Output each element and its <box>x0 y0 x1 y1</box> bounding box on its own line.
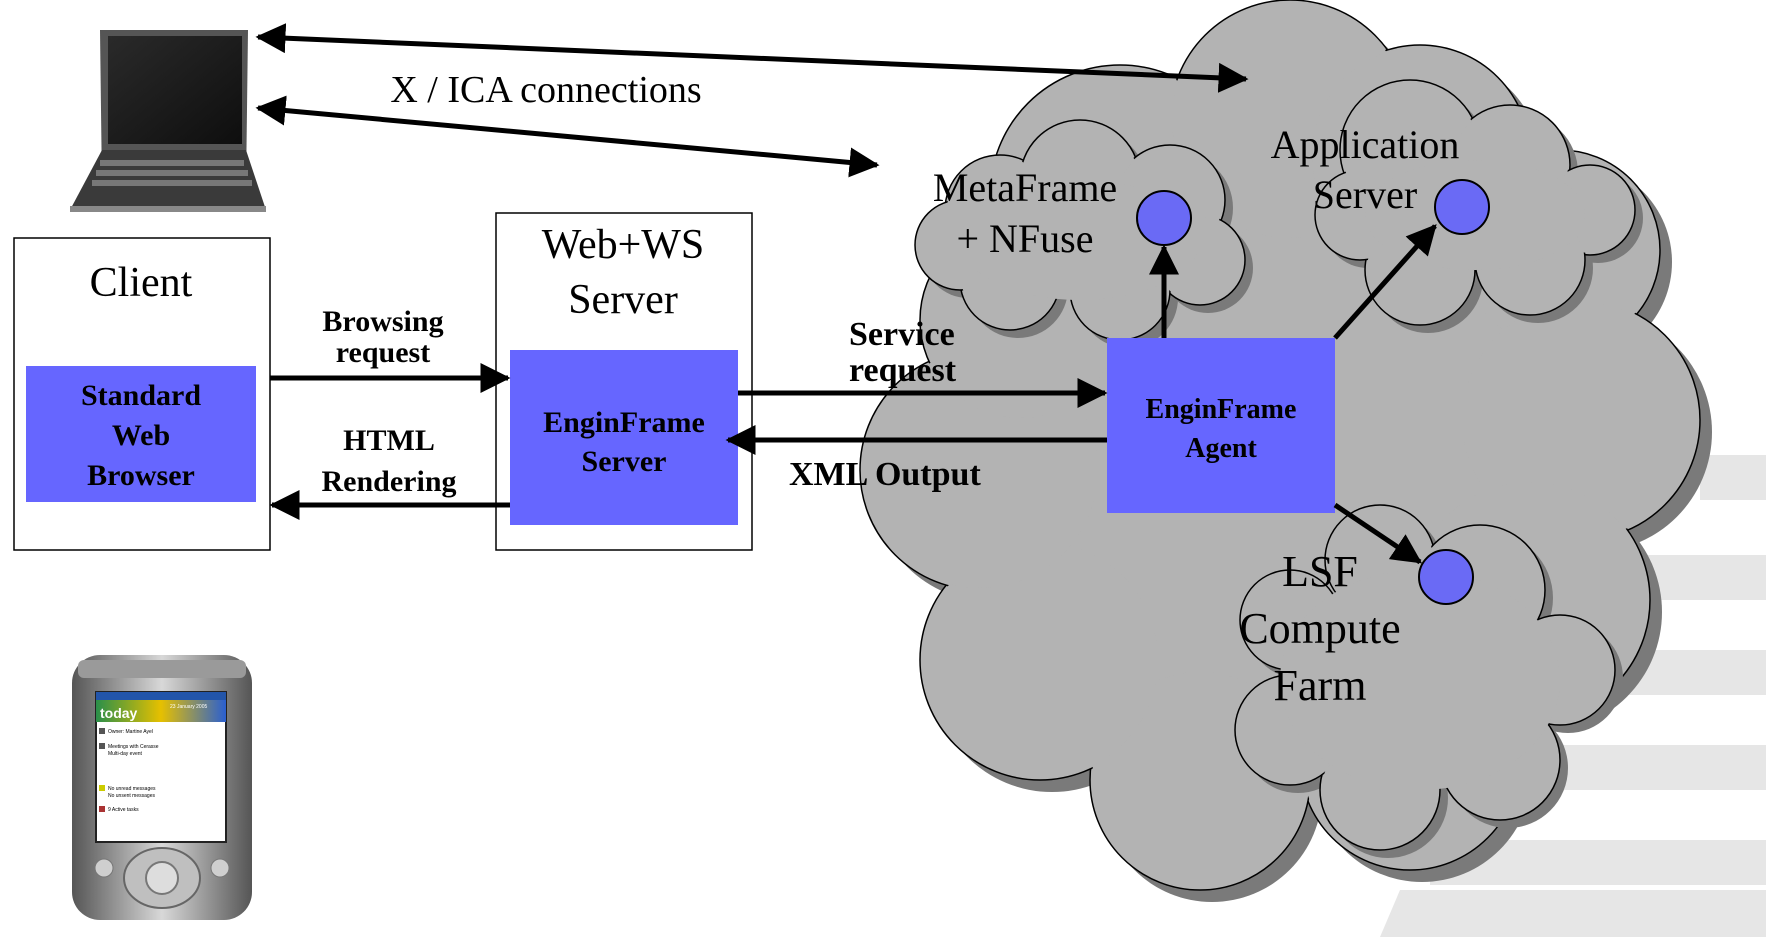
pda-icon: today 23 January 2005 Owner: Martine Aye… <box>72 655 252 920</box>
application-node <box>1434 179 1490 235</box>
browsing-request-label: Browsing <box>322 305 443 338</box>
metaframe-label: + NFuse <box>956 216 1093 261</box>
browser-box <box>26 366 256 502</box>
pda-item: No unread messages <box>108 786 156 792</box>
pda-item: Owner: Martine Ayel <box>108 729 153 735</box>
metaframe-node <box>1136 190 1192 246</box>
enginframe-server-label: Server <box>582 445 667 478</box>
pda-item: No unsent messages <box>108 793 155 799</box>
service-request-label: Service <box>849 316 955 353</box>
lsf-label: LSF <box>1282 547 1358 596</box>
connections-label: X / ICA connections <box>390 69 701 111</box>
agent-label: EnginFrame <box>1146 394 1297 425</box>
metaframe-cloud <box>914 119 1253 348</box>
html-rendering-label: Rendering <box>322 465 457 498</box>
pda-date-label: 23 January 2005 <box>170 704 207 710</box>
agent-to-lsf-arrow <box>1333 502 1423 565</box>
enginframe-agent-box <box>1107 338 1335 513</box>
agent-to-application-arrow <box>1333 224 1437 340</box>
browser-label: Web <box>112 419 170 452</box>
xml-output-label: XML Output <box>789 456 981 493</box>
application-server-label: Application <box>1271 122 1460 167</box>
service-request-label: request <box>849 352 957 389</box>
pda-today-label: today <box>100 705 138 721</box>
metaframe-label: MetaFrame <box>933 165 1117 210</box>
ica-connection-arrow-metaframe <box>255 95 880 178</box>
html-rendering-label: HTML <box>343 424 435 457</box>
pda-item: 9 Active tasks <box>108 807 139 813</box>
lsf-label: Farm <box>1274 661 1367 710</box>
browser-label: Standard <box>81 379 201 412</box>
enginframe-server-box <box>510 350 738 525</box>
pda-item: Multi-day event <box>108 751 143 757</box>
application-server-label: Server <box>1313 172 1417 217</box>
client-title: Client <box>90 260 193 306</box>
lsf-cloud <box>1234 504 1623 858</box>
web-server-title: Web+WS <box>542 222 705 268</box>
agent-label: Agent <box>1185 433 1257 464</box>
enginframe-server-label: EnginFrame <box>543 406 705 439</box>
browser-label: Browser <box>87 459 195 492</box>
browsing-request-label: request <box>336 336 430 369</box>
laptop-icon <box>70 30 266 212</box>
ica-connection-arrow-app <box>255 23 1249 93</box>
lsf-label: Compute <box>1239 604 1400 653</box>
lsf-node <box>1418 549 1474 605</box>
web-server-title: Server <box>568 277 678 323</box>
pda-item: Meetings with Cerasse <box>108 744 159 750</box>
